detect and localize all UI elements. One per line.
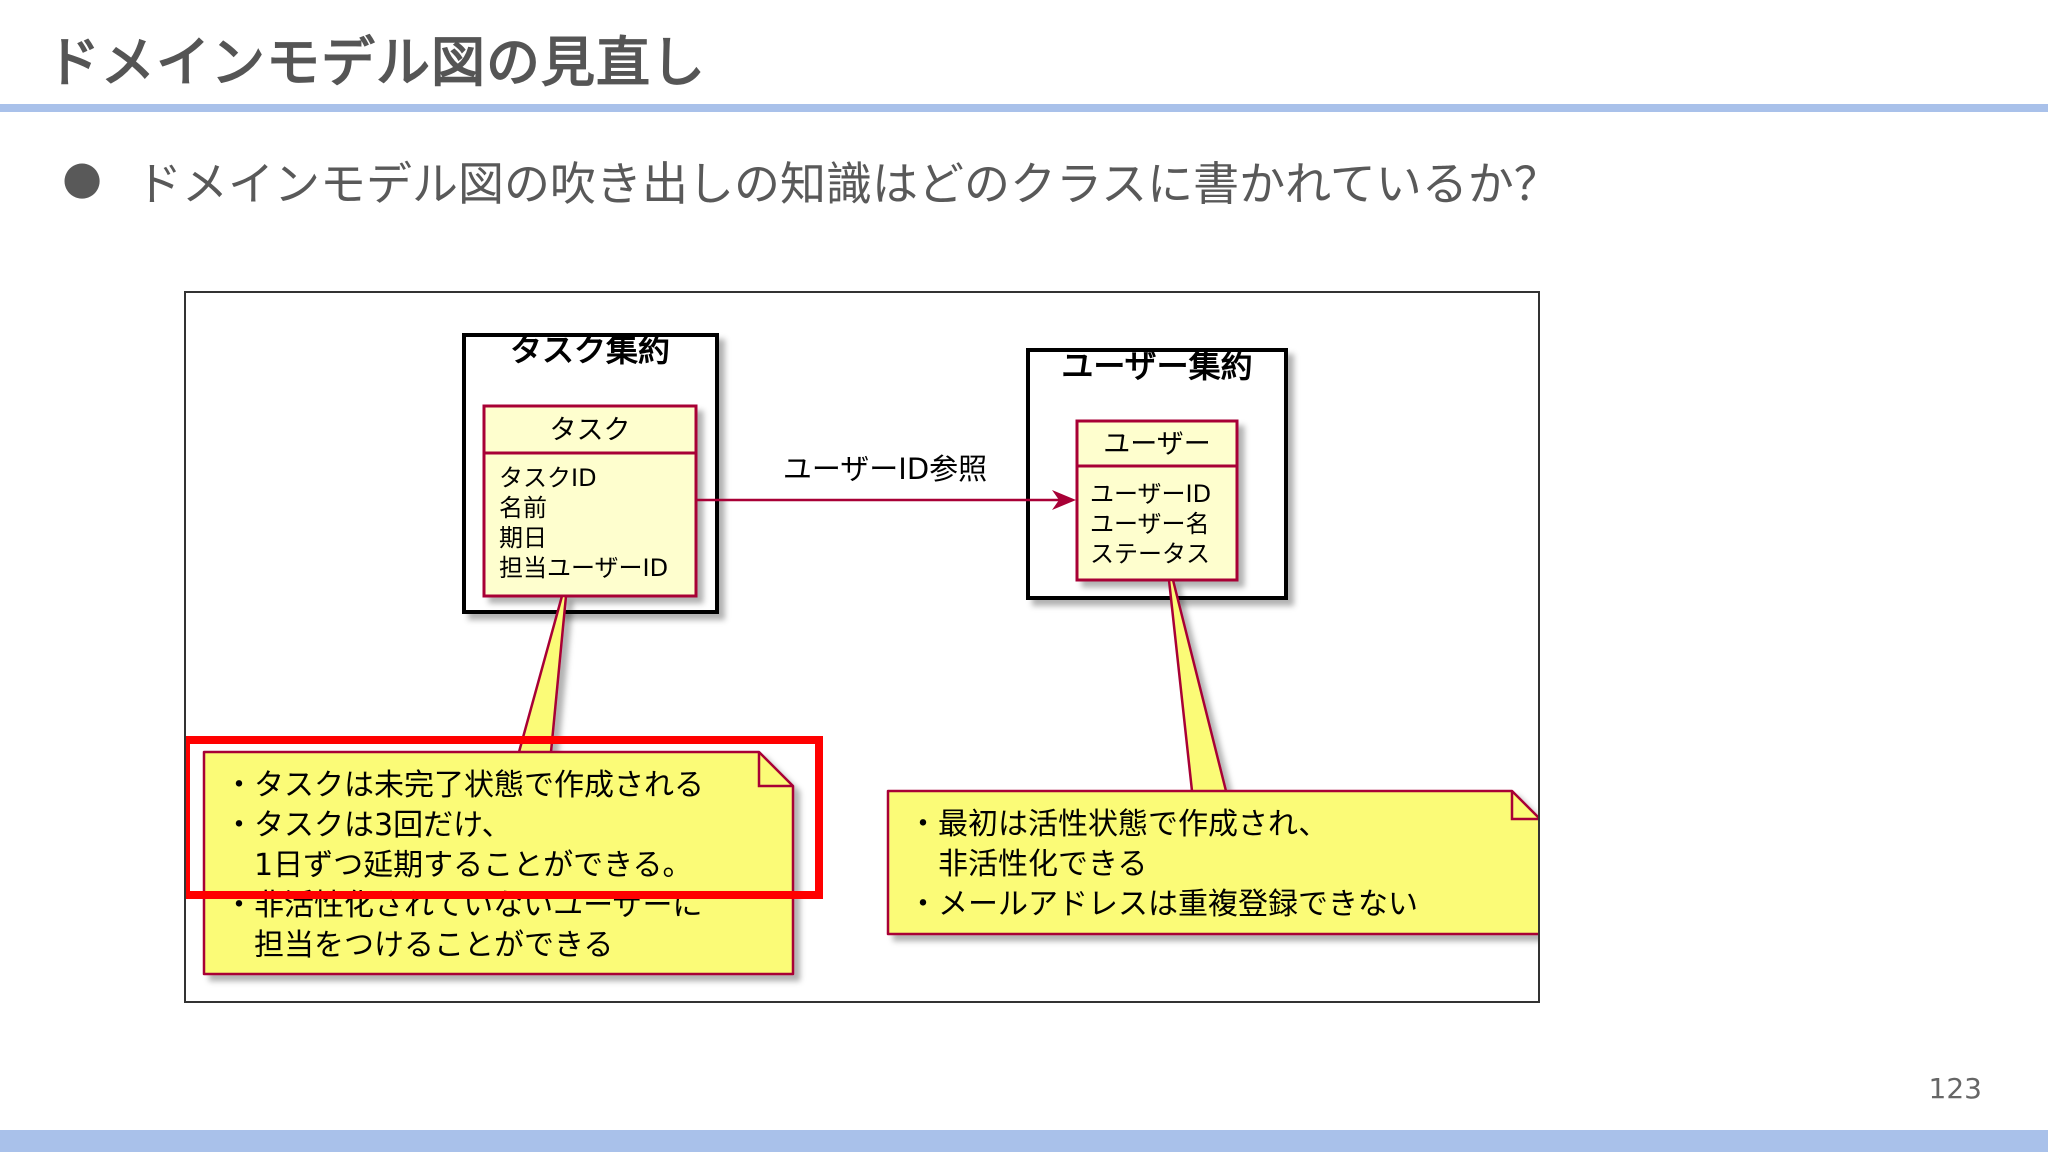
reference-arrow: ユーザーID参照 [697, 452, 1076, 510]
task-class-name: タスク [550, 415, 631, 446]
user-attribute: ステータス [1090, 540, 1210, 568]
user-note-line: ・最初は活性状態で作成され、 [908, 807, 1328, 842]
title-divider [0, 104, 2048, 112]
highlight-box [186, 736, 823, 899]
user-note-line: 非活性化できる [908, 847, 1147, 882]
user-note-line: ・メールアドレスは重複登録できない [908, 887, 1418, 922]
task-note-line: ・タスクは未完了状態で作成される [224, 768, 704, 803]
bullet-marker: ● [62, 150, 103, 204]
user-aggregate-title: ユーザー集約 [1061, 347, 1252, 385]
task-attribute: 担当ユーザーID [499, 554, 668, 582]
task-note-line: 担当をつけることができる [224, 928, 613, 963]
task-attribute: タスクID [499, 464, 597, 492]
user-class: ユーザー ユーザーID ユーザー名 ステータス [1075, 419, 1239, 582]
task-attribute: 期日 [499, 524, 547, 552]
question-text: ドメインモデル図の吹き出しの知識はどのクラスに書かれているか？ [136, 157, 1560, 211]
task-class: タスク タスクID 名前 期日 担当ユーザーID [482, 404, 698, 598]
diagram-canvas: タスク集約 タスク タスクID 名前 期日 担当ユーザーID ユーザー集約 ユー… [186, 331, 1538, 976]
task-aggregate-title: タスク集約 [510, 331, 670, 369]
reference-label: ユーザーID参照 [783, 452, 987, 486]
task-attribute: 名前 [499, 494, 547, 522]
slide-title: ドメインモデル図の見直し [46, 31, 706, 94]
user-note: ・最初は活性状態で作成され、 非活性化できる ・メールアドレスは重複登録できない [886, 578, 1538, 936]
user-class-name: ユーザー [1103, 429, 1210, 460]
user-attribute: ユーザーID [1090, 480, 1211, 508]
task-note-line: ・タスクは3回だけ、 [224, 808, 512, 843]
user-attribute: ユーザー名 [1090, 510, 1210, 538]
footer-bar [0, 1130, 2048, 1152]
task-note-line: 1日ずつ延期することができる。 [224, 848, 693, 883]
domain-model-diagram: タスク集約 タスク タスクID 名前 期日 担当ユーザーID ユーザー集約 ユー… [184, 291, 1540, 1003]
page-number: 123 [1928, 1072, 1982, 1105]
task-note: ・タスクは未完了状態で作成される ・タスクは3回だけ、 1日ずつ延期することがで… [202, 594, 795, 976]
